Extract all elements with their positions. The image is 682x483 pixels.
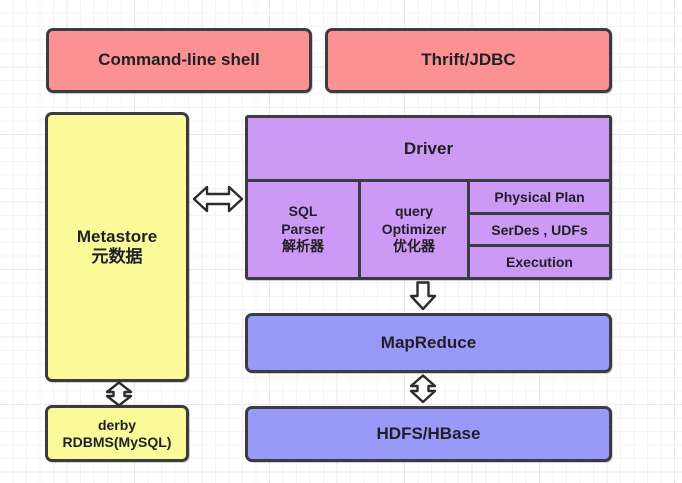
driver-physical-plan[interactable]: Physical Plan	[470, 182, 609, 215]
node-label: Command-line shell	[98, 50, 260, 70]
double-headed-horizontal-arrow-icon	[192, 185, 244, 213]
driver-title: Driver	[248, 118, 609, 182]
driver-sql-parser[interactable]: SQL Parser 解析器	[248, 182, 361, 277]
node-label: MapReduce	[380, 332, 477, 352]
down-arrow-icon	[409, 281, 437, 311]
node-mapreduce[interactable]: MapReduce	[245, 313, 612, 373]
node-derby-rdbms[interactable]: derby RDBMS(MySQL)	[45, 405, 189, 462]
node-label: Thrift/JDBC	[421, 50, 516, 70]
driver-columns: SQL Parser 解析器 query Optimizer 优化器 Physi…	[248, 182, 609, 277]
double-headed-vertical-arrow-icon	[105, 381, 133, 407]
node-thrift-jdbc[interactable]: Thrift/JDBC	[325, 28, 612, 93]
node-hdfs-hbase[interactable]: HDFS/HBase	[245, 406, 612, 462]
label-line3: 优化器	[393, 238, 435, 255]
label-line3: 解析器	[282, 238, 324, 255]
node-command-line-shell[interactable]: Command-line shell	[46, 28, 312, 93]
driver-execution[interactable]: Execution	[506, 254, 573, 271]
node-label-line1: derby	[97, 416, 137, 433]
node-metastore[interactable]: Metastore 元数据	[45, 112, 189, 382]
driver-query-optimizer[interactable]: query Optimizer 优化器	[361, 182, 470, 277]
node-label: HDFS/HBase	[376, 423, 481, 443]
label-line2: Optimizer	[381, 220, 447, 237]
node-driver[interactable]: Driver SQL Parser 解析器 query Optimizer 优化…	[245, 115, 612, 280]
node-label-zh: 元数据	[91, 247, 143, 266]
node-label-line2: RDBMS(MySQL)	[62, 433, 172, 450]
driver-stack: Physical Plan SerDes , UDFs Execution	[470, 182, 609, 277]
node-label-en: Metastore	[76, 226, 158, 246]
double-headed-vertical-arrow-icon	[409, 374, 437, 404]
label-line2: Parser	[281, 220, 325, 237]
driver-serdes-udfs[interactable]: SerDes , UDFs	[470, 215, 609, 248]
label-line1: query	[394, 203, 434, 220]
label-line1: SQL	[288, 203, 318, 220]
